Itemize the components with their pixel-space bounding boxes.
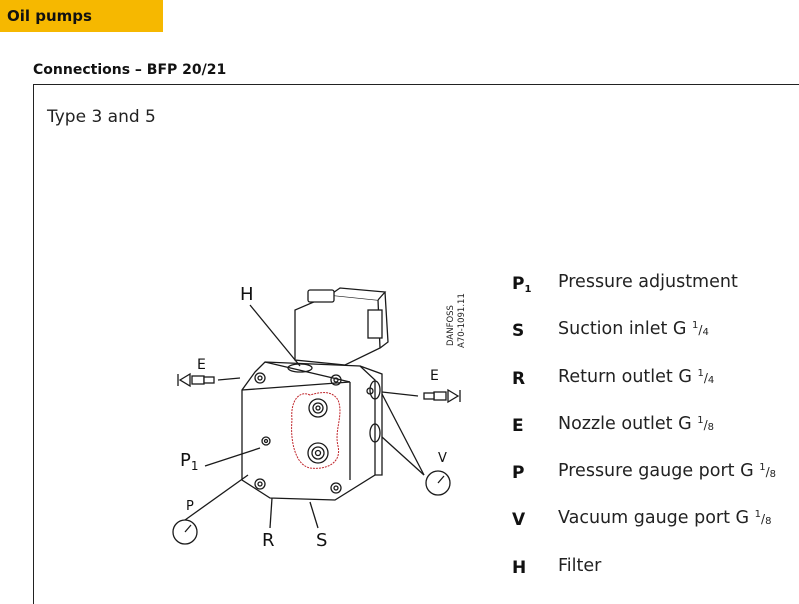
danfoss-brand: DANFOSS <box>446 305 456 346</box>
label-E-left: E <box>197 357 206 373</box>
legend-desc: Vacuum gauge port G 1/8 <box>558 508 772 529</box>
legend-row: H Filter <box>512 554 797 601</box>
label-H: H <box>240 284 254 305</box>
section-tab: Oil pumps <box>0 0 163 32</box>
label-V: V <box>438 451 447 466</box>
label-R: R <box>262 530 275 551</box>
legend-code: R <box>512 368 526 389</box>
danfoss-ref: A70-1091.11 <box>457 293 467 348</box>
pump-diagram: H E E P1 P V R S <box>172 284 461 551</box>
pump-body <box>241 361 376 501</box>
legend-row: S Suction inlet G 1/4 <box>512 317 797 364</box>
type-label: Type 3 and 5 <box>47 107 156 127</box>
danfoss-code: DANFOSS A70-1091.11 <box>446 293 467 348</box>
legend-code: E <box>512 415 524 436</box>
section-heading: Connections – BFP 20/21 <box>33 62 227 78</box>
legend-row: E Nozzle outlet G 1/8 <box>512 412 797 459</box>
label-P1: P1 <box>180 450 199 473</box>
legend-row: P Pressure gauge port G 1/8 <box>512 459 797 506</box>
legend-row: R Return outlet G 1/4 <box>512 365 797 412</box>
legend-desc: Pressure adjustment <box>558 272 738 292</box>
label-S: S <box>316 530 327 551</box>
legend-code: P1 <box>512 274 532 295</box>
label-P: P <box>186 499 194 514</box>
legend-code: S <box>512 321 525 342</box>
legend-desc: Return outlet G 1/4 <box>558 366 715 387</box>
content-frame <box>33 84 799 604</box>
solenoid-coil <box>294 294 381 366</box>
legend-row: P1 Pressure adjustment <box>512 270 797 317</box>
connection-legend: P1 Pressure adjustment S Suction inlet G… <box>512 270 797 601</box>
legend-code: V <box>512 510 526 531</box>
label-E-right: E <box>430 368 439 384</box>
legend-code: P <box>512 463 525 484</box>
red-annotation-outline <box>291 392 341 469</box>
legend-desc: Filter <box>558 555 602 576</box>
legend-desc: Suction inlet G 1/4 <box>558 319 709 340</box>
legend-row: V Vacuum gauge port G 1/8 <box>512 506 797 553</box>
legend-desc: Pressure gauge port G 1/8 <box>558 461 777 482</box>
legend-code: H <box>512 557 527 578</box>
legend-desc: Nozzle outlet G 1/8 <box>558 413 714 434</box>
